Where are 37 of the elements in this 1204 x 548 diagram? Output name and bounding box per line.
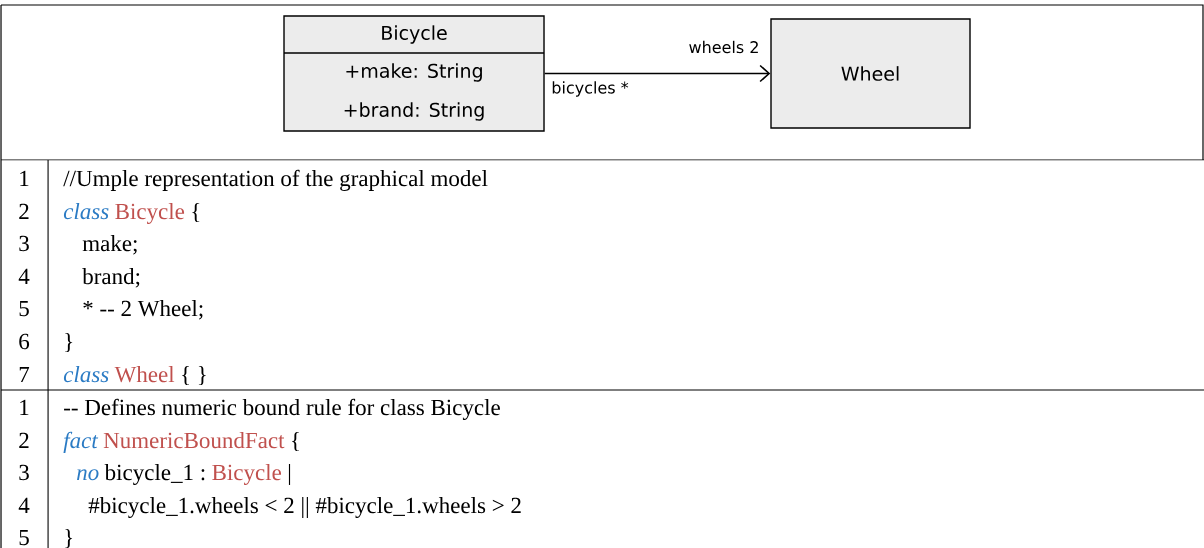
association-arrow xyxy=(543,64,771,83)
code-text: { } xyxy=(182,366,206,386)
line-number: 6 xyxy=(19,333,30,350)
keyword: class xyxy=(63,203,109,220)
line-number: 3 xyxy=(19,464,29,481)
code-text: } xyxy=(65,333,73,353)
class-box: Bicycle +make: String +brand: String xyxy=(283,15,545,132)
code-text: //Umple representation of the graphical model xyxy=(63,169,488,191)
line-number: 1 xyxy=(20,170,29,186)
code-text: } xyxy=(65,529,73,548)
line-number: 5 xyxy=(19,300,29,317)
line-number: 2 xyxy=(19,432,29,448)
code-text: #bicycle_1.wheels < 2 || #bicycle_1.wheels > 2 xyxy=(88,497,521,518)
code-text: make; xyxy=(82,235,137,255)
line-number: 5 xyxy=(19,529,29,546)
keyword: no xyxy=(77,469,99,481)
code-text: bicycle_1 : xyxy=(104,464,205,485)
code-text: { xyxy=(192,203,200,223)
class-box: Wheel xyxy=(770,18,971,129)
keyword: fact xyxy=(63,431,99,453)
code-text: | xyxy=(288,464,291,485)
identifier: NumericBoundFact xyxy=(103,432,285,449)
line-number: 2 xyxy=(19,203,29,219)
identifier: Bicycle xyxy=(115,203,185,224)
code-text: -- Defines numeric bound rule for class Bicycle xyxy=(64,398,500,420)
line-number: 7 xyxy=(19,366,30,382)
identifier: Wheel xyxy=(114,366,175,383)
line-number: 4 xyxy=(18,268,30,284)
code-text: brand; xyxy=(82,268,140,288)
line-number: 4 xyxy=(18,497,30,513)
keyword: class xyxy=(63,366,109,383)
code-text: { xyxy=(292,432,299,452)
identifier: Bicycle xyxy=(212,464,281,485)
multiplicity-label: bicycles * xyxy=(552,81,629,97)
code-text: * -- 2 Wheel; xyxy=(83,300,203,320)
line-number: 3 xyxy=(19,235,29,252)
line-number: 1 xyxy=(20,399,29,415)
